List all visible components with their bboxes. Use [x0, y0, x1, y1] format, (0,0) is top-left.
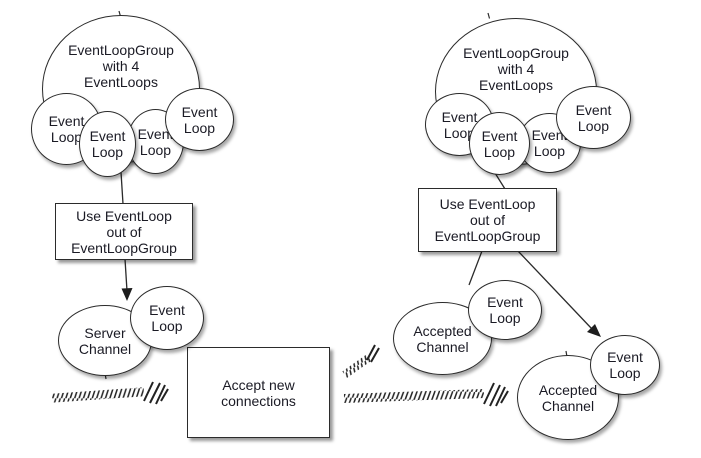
connector-left-group-to-box [120, 171, 124, 205]
server-event-loop-label: Event Loop [149, 302, 185, 334]
left-event-loop-2: Event Loop [79, 111, 136, 177]
server-channel-label: Server Channel [78, 324, 132, 357]
accepted-channel-2-event-loop-label: Event Loop [607, 349, 643, 381]
sketch-arrow-middle-up [342, 354, 372, 378]
left-event-loop-1-label: Event Loop [48, 113, 85, 145]
left-use-eventloop-box: Use EventLoop out of EventLoopGroup [55, 203, 193, 260]
accept-new-connections-label: Accept new connections [221, 376, 296, 409]
connector-left-box-to-server-channel [124, 258, 128, 292]
arrowhead-right-box-to-accepted2 [587, 324, 601, 337]
accepted-channel-1-event-loop-ellipse: Event Loop [468, 280, 542, 340]
connector-right-box-to-accepted2 [517, 250, 593, 330]
right-eventloopgroup-label: EventLoopGroup with 4 EventLoops [463, 44, 569, 93]
sketch-arrowhead-left [143, 381, 169, 405]
right-use-eventloop-box: Use EventLoop out of EventLoopGroup [418, 188, 557, 252]
right-event-loop-1-label: Event Loop [441, 108, 478, 141]
sketch-arrowhead-long [483, 382, 509, 407]
right-use-eventloop-box-label: Use EventLoop out of EventLoopGroup [434, 196, 541, 244]
accepted-channel-2-event-loop-ellipse: Event Loop [590, 335, 660, 395]
left-eventloopgroup-label: EventLoopGroup with 4 EventLoops [68, 42, 174, 90]
left-use-eventloop-box-label: Use EventLoop out of EventLoopGroup [71, 207, 177, 256]
left-event-loop-3-label: Event Loop [137, 125, 174, 158]
right-event-loop-2: Event Loop [469, 112, 530, 175]
left-event-loop-2-label: Event Loop [89, 128, 126, 160]
server-event-loop-ellipse: Event Loop [130, 286, 204, 350]
arrowhead-left-box-to-server-channel [121, 288, 133, 301]
accepted-channel-1-label: Accepted Channel [413, 322, 472, 355]
sketch-arrow-left [51, 387, 145, 403]
nub-right-group-top [487, 12, 491, 19]
accept-new-connections-box: Accept new connections [187, 347, 330, 438]
right-event-loop-4: Event Loop [556, 86, 631, 149]
right-event-loop-3-label: Event Loop [531, 127, 568, 159]
sketch-arrowhead-middle-up [366, 344, 380, 363]
connector-right-box-to-accepted1 [468, 250, 483, 286]
left-event-loop-4: Event Loop [165, 88, 234, 151]
right-event-loop-4-label: Event Loop [575, 101, 612, 134]
accepted-channel-1-event-loop-label: Event Loop [487, 294, 523, 326]
right-event-loop-2-label: Event Loop [481, 127, 518, 160]
sketch-arrow-long [343, 389, 485, 403]
accepted-channel-2-label: Accepted Channel [538, 381, 598, 414]
connector-right-group-to-box [494, 172, 506, 190]
left-event-loop-4-label: Event Loop [181, 103, 218, 136]
